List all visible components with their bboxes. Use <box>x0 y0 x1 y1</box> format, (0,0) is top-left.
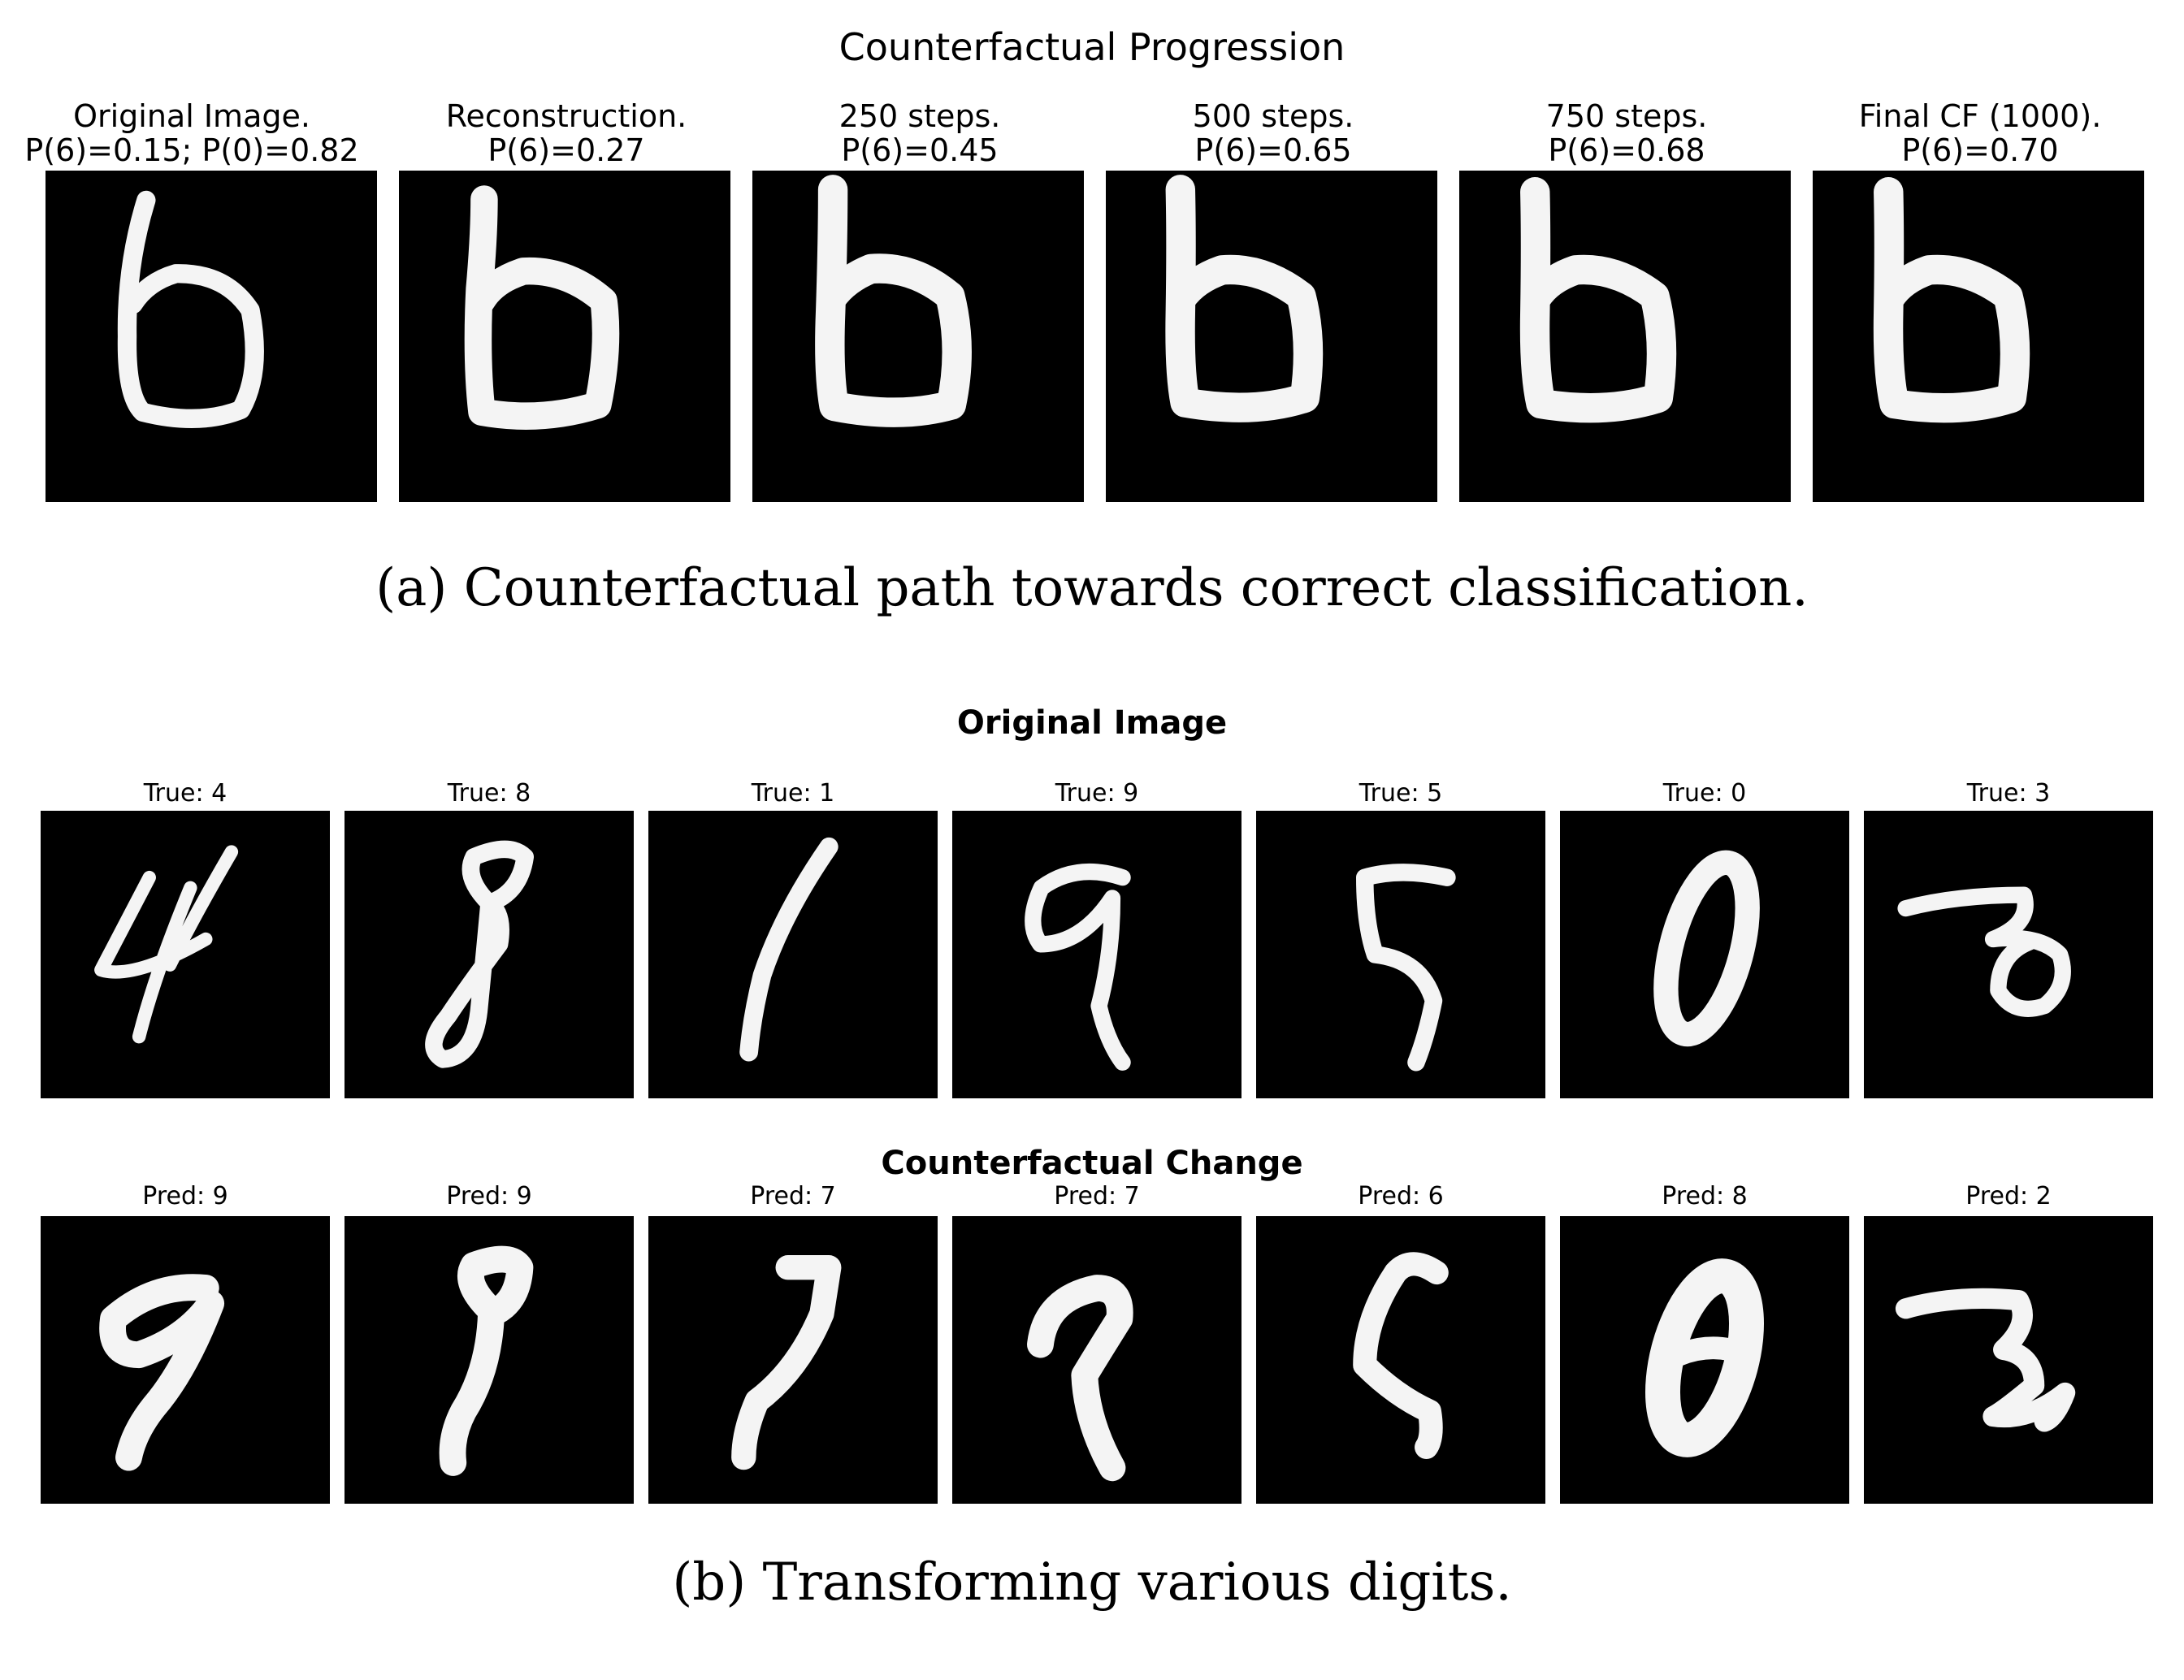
panel-a-3-image <box>752 171 1084 502</box>
panel-a-5-image <box>1459 171 1791 502</box>
panel-a-2-title: Reconstruction. P(6)=0.27 <box>399 99 734 167</box>
panel-a-1-title-line1: Original Image. <box>73 98 310 134</box>
cf-label-1: Pred: 9 <box>142 1182 228 1210</box>
original-image-0 <box>1560 811 1849 1098</box>
cf-label-4: Pred: 7 <box>1054 1182 1140 1210</box>
figure-a-title: Counterfactual Progression <box>838 25 1346 69</box>
original-label-1: True: 4 <box>143 779 228 808</box>
original-image-1 <box>648 811 938 1098</box>
panel-a-6-title: Final CF (1000). P(6)=0.70 <box>1813 99 2147 167</box>
caption-a: (a) Counterfactual path towards correct … <box>375 558 1809 618</box>
panel-a-5-title-line2: P(6)=0.68 <box>1548 132 1705 168</box>
panel-a-1-title: Original Image. P(6)=0.15; P(0)=0.82 <box>24 99 359 167</box>
panel-a-3-title-line2: P(6)=0.45 <box>841 132 999 168</box>
panel-a-2-title-line1: Reconstruction. <box>445 98 687 134</box>
panel-a-4-image <box>1106 171 1437 502</box>
original-label-2: True: 8 <box>447 779 531 808</box>
original-label-4: True: 9 <box>1055 779 1139 808</box>
original-image-5 <box>1256 811 1545 1098</box>
panel-a-2-image <box>399 171 730 502</box>
counterfactual-change-title: Counterfactual Change <box>881 1145 1303 1182</box>
cf-label-6: Pred: 8 <box>1662 1182 1748 1210</box>
cf-image-6 <box>1256 1216 1545 1504</box>
original-image-8 <box>344 811 634 1098</box>
original-label-3: True: 1 <box>751 779 835 808</box>
original-label-7: True: 3 <box>1966 779 2051 808</box>
panel-a-1-image <box>46 171 377 502</box>
panel-a-6-image <box>1813 171 2144 502</box>
original-label-6: True: 0 <box>1662 779 1747 808</box>
cf-label-5: Pred: 6 <box>1358 1182 1444 1210</box>
panel-a-3-title-line1: 250 steps. <box>838 98 1001 134</box>
cf-image-7b <box>952 1216 1242 1504</box>
cf-image-8 <box>1560 1216 1849 1504</box>
caption-b: (b) Transforming various digits. <box>672 1552 1512 1613</box>
panel-a-4-title-line1: 500 steps. <box>1192 98 1354 134</box>
original-image-4 <box>41 811 330 1098</box>
panel-a-5-title: 750 steps. P(6)=0.68 <box>1459 99 1794 167</box>
cf-label-3: Pred: 7 <box>750 1182 836 1210</box>
panel-a-6-title-line2: P(6)=0.70 <box>1901 132 2059 168</box>
original-label-5: True: 5 <box>1358 779 1443 808</box>
panel-a-2-title-line2: P(6)=0.27 <box>488 132 645 168</box>
cf-image-9b <box>344 1216 634 1504</box>
original-image-9 <box>952 811 1242 1098</box>
panel-a-5-title-line1: 750 steps. <box>1545 98 1708 134</box>
cf-label-7: Pred: 2 <box>1965 1182 2052 1210</box>
cf-image-9a <box>41 1216 330 1504</box>
panel-a-3-title: 250 steps. P(6)=0.45 <box>752 99 1087 167</box>
cf-label-2: Pred: 9 <box>446 1182 532 1210</box>
cf-image-7a <box>648 1216 938 1504</box>
panel-a-6-title-line1: Final CF (1000). <box>1858 98 2102 134</box>
cf-image-2 <box>1864 1216 2153 1504</box>
panel-a-4-title-line2: P(6)=0.65 <box>1194 132 1352 168</box>
original-image-3 <box>1864 811 2153 1098</box>
original-image-title: Original Image <box>956 704 1228 742</box>
panel-a-1-title-line2: P(6)=0.15; P(0)=0.82 <box>24 132 359 168</box>
panel-a-4-title: 500 steps. P(6)=0.65 <box>1106 99 1441 167</box>
